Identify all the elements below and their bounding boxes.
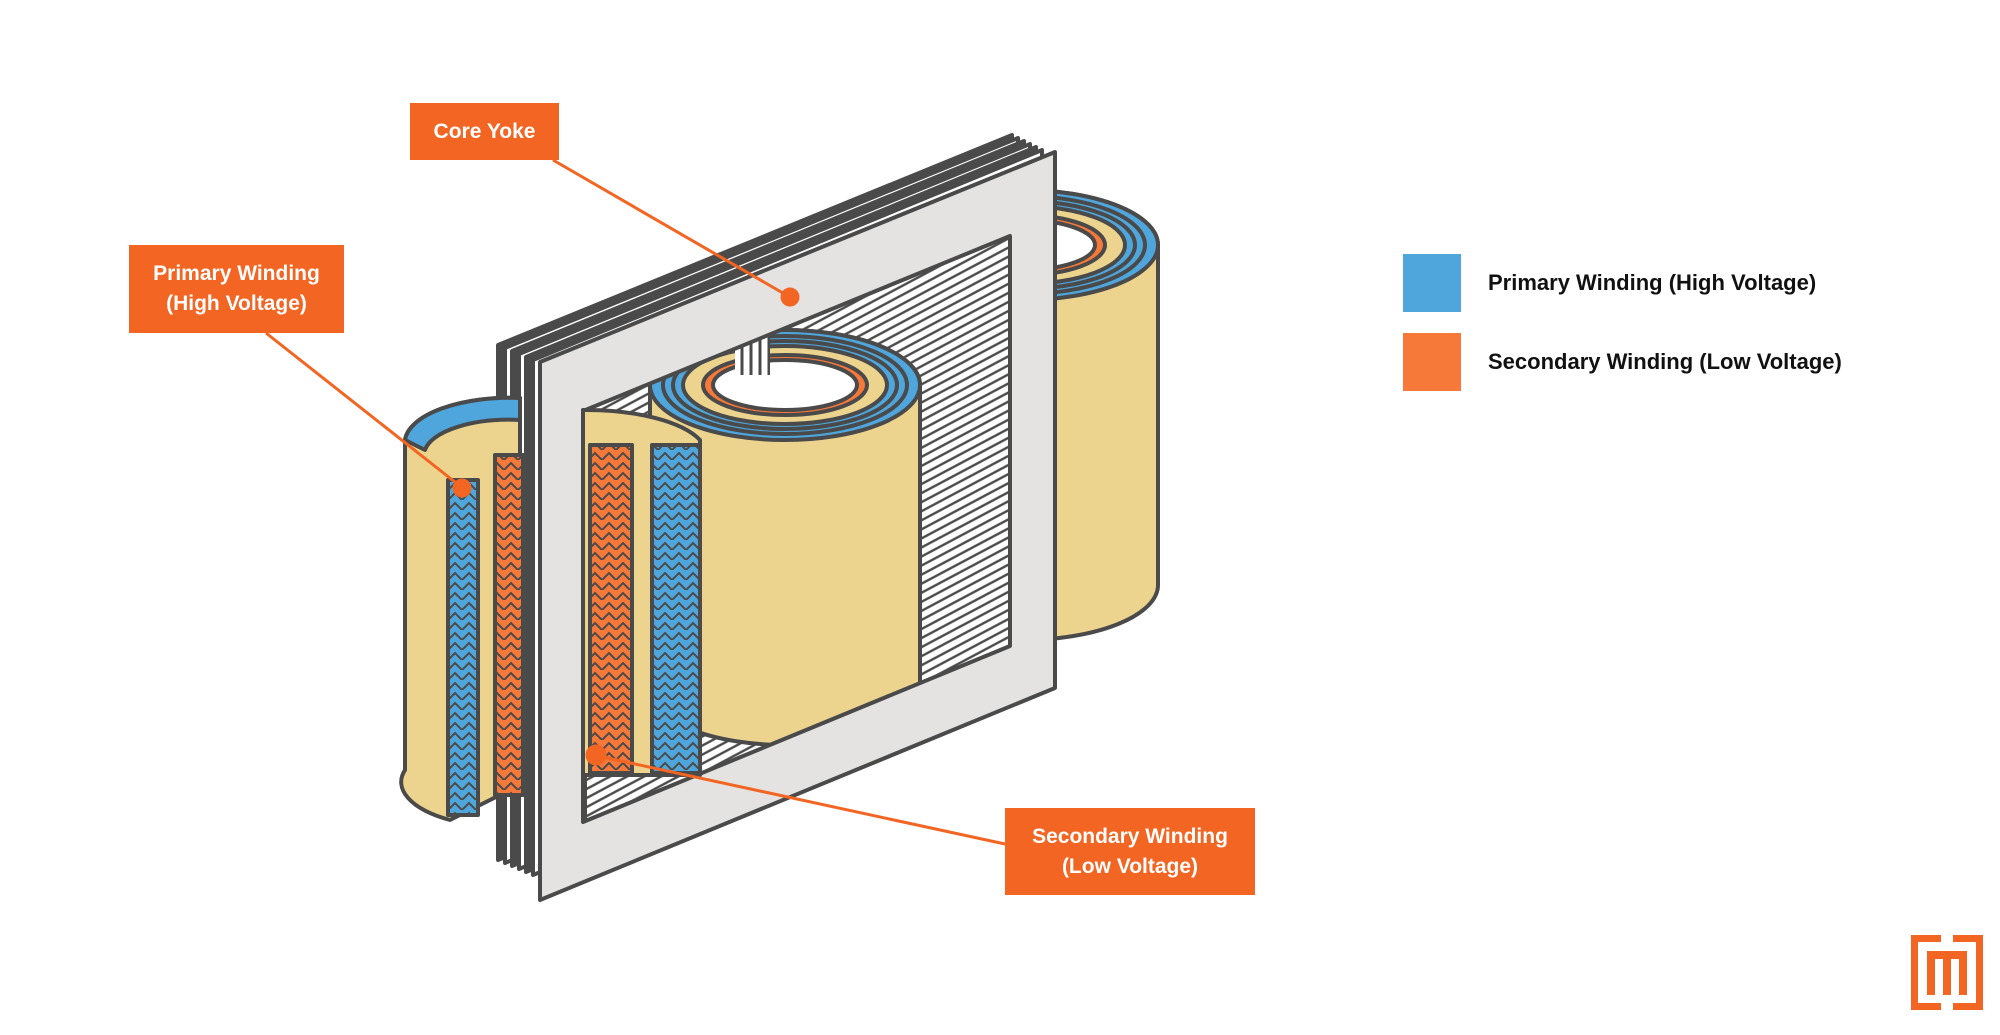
legend-item-primary: Primary Winding (High Voltage): [1403, 254, 1816, 312]
secondary-marker: [585, 744, 607, 766]
callout-core-yoke-text: Core Yoke: [433, 119, 536, 143]
callout-secondary-winding: Secondary Winding (Low Voltage): [1005, 808, 1255, 895]
legend-label-primary: Primary Winding (High Voltage): [1488, 270, 1817, 295]
legend-item-secondary: Secondary Winding (Low Voltage): [1403, 333, 1842, 391]
callout-secondary-line2: (Low Voltage): [1061, 854, 1199, 878]
callout-core-yoke: Core Yoke: [410, 103, 559, 160]
primary-leader: [265, 331, 461, 488]
secondary-leader: [597, 754, 1006, 846]
legend-swatch-primary: [1403, 254, 1461, 312]
callout-secondary-line1: Secondary Winding: [1032, 824, 1228, 848]
callout-primary-line2: (High Voltage): [166, 292, 307, 315]
center-coil-cutaway: [581, 407, 702, 777]
callout-primary-winding: Primary Winding (High Voltage): [129, 245, 344, 333]
primary-marker: [452, 478, 472, 498]
legend-label-secondary: Secondary Winding (Low Voltage): [1488, 349, 1842, 374]
core-yoke-leader: [552, 158, 789, 298]
brand-m-logo-icon: [1911, 935, 1983, 1010]
callout-primary-line1: Primary Winding: [153, 262, 320, 285]
legend-swatch-secondary: [1403, 333, 1461, 391]
left-coil-cutaway: [399, 395, 525, 822]
core-yoke-marker: [780, 287, 800, 307]
